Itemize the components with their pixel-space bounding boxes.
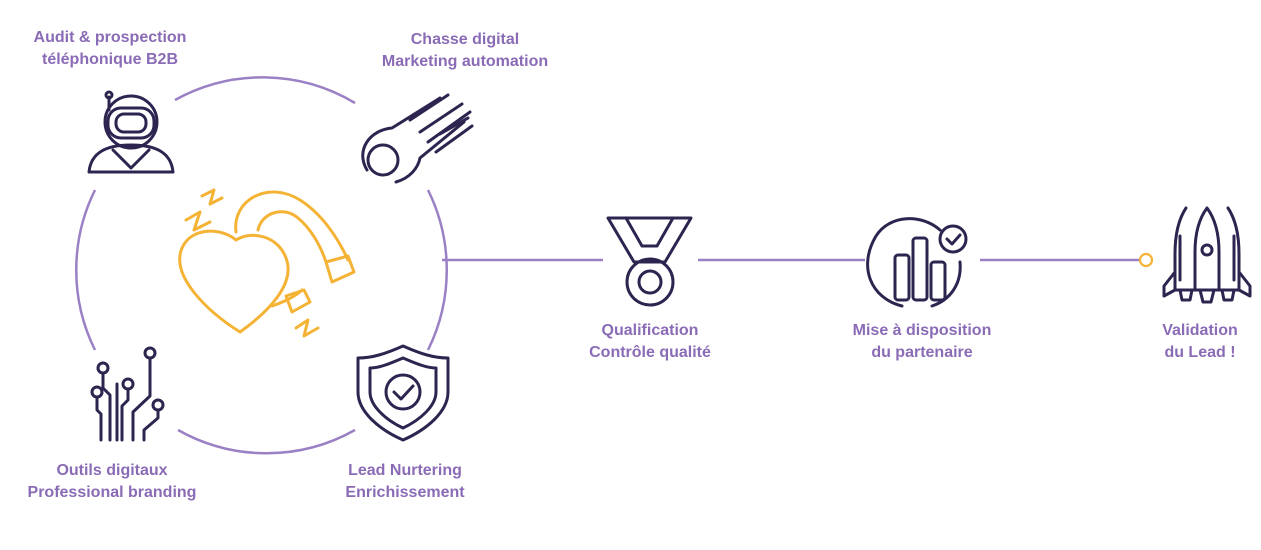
label-mise-disposition: Mise à disposition du partenaire <box>822 320 1022 364</box>
label-audit-line2: téléphonique B2B <box>41 51 178 68</box>
meteor-icon <box>361 93 474 184</box>
label-qualification: Qualification Contrôle qualité <box>560 320 740 364</box>
medal-icon <box>606 216 693 307</box>
label-qualification-line2: Contrôle qualité <box>589 344 711 361</box>
astronaut-icon <box>87 90 175 174</box>
label-validation-line1: Validation <box>1162 322 1238 339</box>
label-mise-line1: Mise à disposition <box>852 322 992 339</box>
circuit-icon <box>90 346 165 442</box>
label-outils-line1: Outils digitaux <box>56 462 168 479</box>
rocket-icon <box>1162 206 1252 304</box>
label-validation: Validation du Lead ! <box>1140 320 1260 364</box>
label-qualification-line1: Qualification <box>601 322 699 339</box>
label-nurturing-line1: Lead Nurtering <box>348 462 462 479</box>
label-chasse-line1: Chasse digital <box>410 31 520 48</box>
pipeline-connectors <box>442 252 1154 268</box>
endpoint-dot <box>1138 252 1154 268</box>
magnet-heart-icon <box>178 188 356 338</box>
label-audit: Audit & prospection téléphonique B2B <box>10 27 210 71</box>
label-outils: Outils digitaux Professional branding <box>12 460 212 504</box>
label-nurturing-line2: Enrichissement <box>345 484 465 501</box>
label-chasse: Chasse digital Marketing automation <box>355 29 575 73</box>
label-audit-line1: Audit & prospection <box>33 29 187 46</box>
label-outils-line2: Professional branding <box>27 484 197 501</box>
cycle-ring <box>75 76 448 455</box>
label-chasse-line2: Marketing automation <box>381 53 549 70</box>
label-validation-line2: du Lead ! <box>1164 344 1236 361</box>
cycle-arc-bottom <box>177 428 356 455</box>
cycle-arc-left <box>75 189 97 351</box>
cycle-arc-right <box>426 189 448 351</box>
label-mise-line2: du partenaire <box>871 344 973 361</box>
cycle-arc-top <box>174 76 356 105</box>
bar-chart-check-icon <box>866 217 968 308</box>
shield-check-icon <box>356 344 450 442</box>
label-nurturing: Lead Nurtering Enrichissement <box>315 460 495 504</box>
